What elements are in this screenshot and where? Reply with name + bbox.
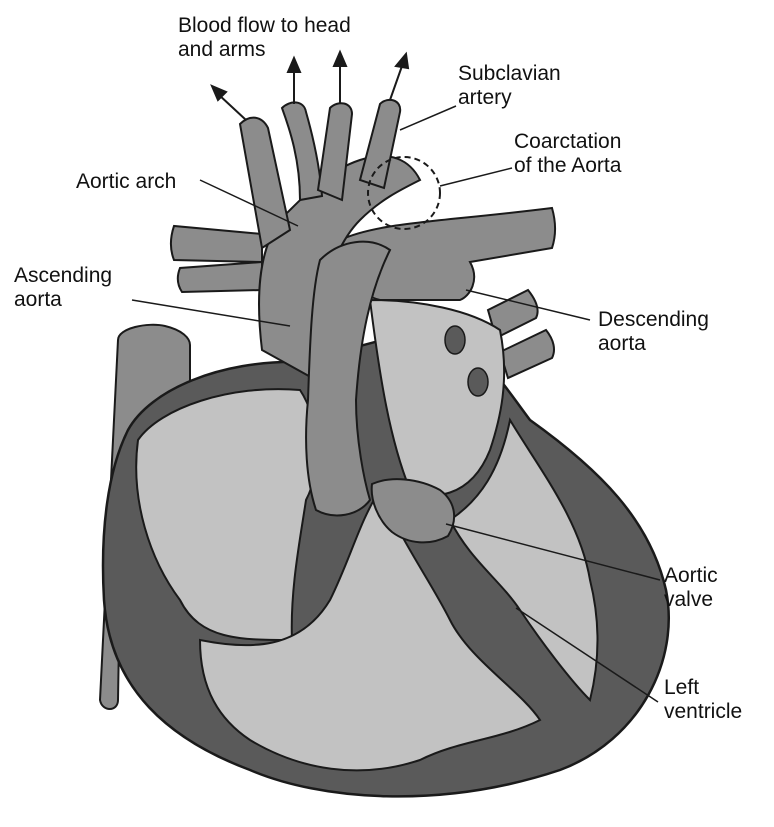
- carotid-branch: [282, 102, 322, 200]
- pulmonary-branch-left-2: [178, 262, 262, 292]
- label-aortic-valve: Aortic valve: [664, 564, 718, 612]
- label-ascending-aorta: Ascending aorta: [14, 264, 112, 312]
- pulmonary-vein-right-2: [500, 330, 554, 378]
- pulmonary-branch-left: [171, 226, 262, 262]
- pulmonary-opening-2: [468, 368, 488, 396]
- label-blood-flow: Blood flow to head and arms: [178, 14, 351, 62]
- label-left-ventricle: Left ventricle: [664, 676, 742, 724]
- label-coarctation: Coarctation of the Aorta: [514, 130, 621, 178]
- label-descending-aorta: Descending aorta: [598, 308, 709, 356]
- pulmonary-opening-1: [445, 326, 465, 354]
- brachiocephalic-branch: [240, 118, 290, 248]
- label-subclavian-artery: Subclavian artery: [458, 62, 561, 110]
- label-aortic-arch: Aortic arch: [76, 170, 176, 194]
